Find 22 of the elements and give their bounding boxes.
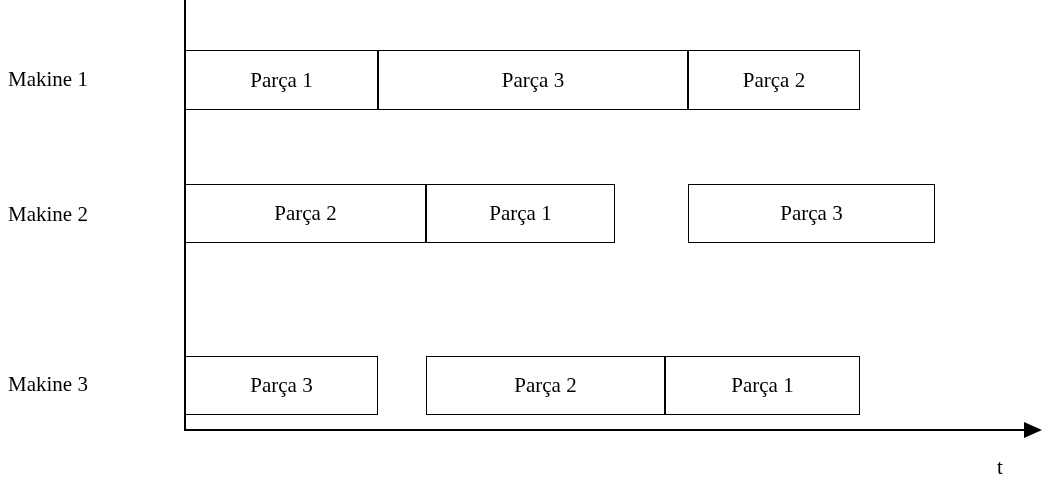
task-label: Parça 3 <box>501 67 565 93</box>
task-label: Parça 3 <box>780 201 843 226</box>
task-label: Parça 2 <box>514 373 577 398</box>
axis-label: t <box>997 455 1003 480</box>
task-label: Parça 1 <box>731 373 794 398</box>
task-label: Parça 3 <box>250 373 313 398</box>
task-label: Parça 1 <box>250 67 313 93</box>
task-bar <box>185 50 378 110</box>
machine-label: Makine 3 <box>8 372 88 397</box>
task-label: Parça 2 <box>274 201 337 226</box>
machine-label: Makine 2 <box>8 202 88 227</box>
task-bar <box>688 184 935 243</box>
task-bar <box>688 50 860 110</box>
task-bar <box>378 50 688 110</box>
machine-label: Makine 1 <box>8 67 88 92</box>
task-bar <box>185 356 378 415</box>
task-bar <box>426 184 615 243</box>
task-bar <box>185 184 426 243</box>
task-label: Parça 2 <box>742 67 806 93</box>
task-bar <box>426 356 665 415</box>
task-bar <box>665 356 860 415</box>
task-label: Parça 1 <box>489 201 552 226</box>
